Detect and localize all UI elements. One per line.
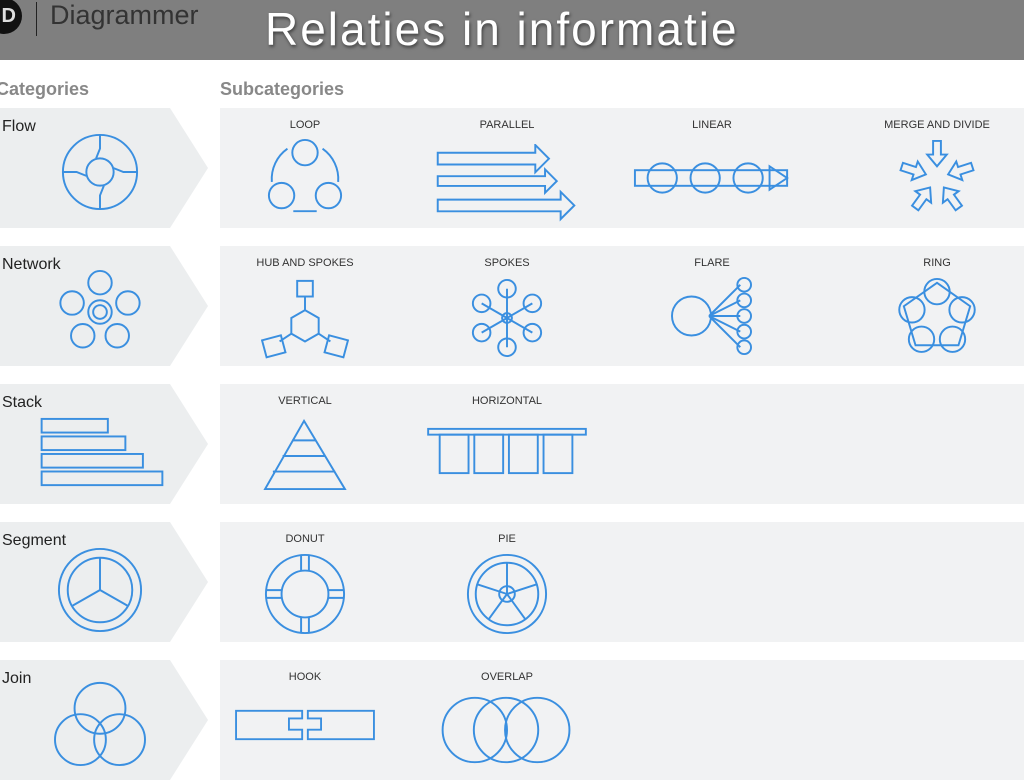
subcategory-panel [220, 246, 1024, 366]
subcategory-label: RING [923, 257, 951, 269]
subcategory-hook[interactable]: HOOK [205, 660, 405, 780]
subcategory-donut[interactable]: DONUT [205, 522, 405, 642]
logo-text: Diagrammer [50, 0, 199, 30]
subcategory-label: VERTICAL [278, 395, 332, 407]
subcategory-panel [220, 522, 1024, 642]
category-stack[interactable]: Stack [0, 384, 208, 504]
vertical-icon [263, 418, 347, 491]
diagrammer-logo-icon: D [0, 0, 22, 34]
subcategory-hub-and-spokes[interactable]: HUB AND SPOKES [205, 246, 405, 366]
subcategory-label: OVERLAP [481, 671, 533, 683]
subcategory-horizontal[interactable]: HORIZONTAL [407, 384, 607, 504]
category-label: Flow [2, 118, 36, 135]
subcategory-label: LOOP [289, 119, 321, 131]
linear-icon [633, 162, 789, 194]
category-label: Network [2, 256, 61, 273]
subcategory-label: HOOK [288, 671, 322, 683]
flare-icon [671, 276, 752, 356]
subcategory-label: LINEAR [692, 119, 732, 131]
subcategory-panel [220, 384, 1024, 504]
subcategory-panel [220, 660, 1024, 780]
hook-icon [235, 709, 375, 741]
subcategory-label: PARALLEL [479, 119, 535, 131]
subcategory-panel [220, 108, 1024, 228]
category-row-network: Network HUB AND SPOKES SPOKES FLARE RING [0, 246, 1024, 366]
header-bar: D Diagrammer Relaties in informatie [0, 0, 1024, 60]
loop-icon [267, 138, 343, 213]
subcategory-label: HUB AND SPOKES [256, 257, 354, 269]
network-icon [59, 269, 141, 349]
category-row-segment: Segment DONUT PIE [0, 522, 1024, 642]
ring-icon [898, 277, 976, 353]
subcategory-pie[interactable]: PIE [407, 522, 607, 642]
subcategory-loop[interactable]: LOOP [205, 108, 405, 228]
merge-divide-icon [899, 139, 975, 212]
pie-icon [466, 553, 548, 635]
subcategory-ring[interactable]: RING [837, 246, 1024, 366]
subcategory-label: DONUT [285, 533, 325, 545]
subcategory-label: PIE [498, 533, 516, 545]
logo-divider [36, 2, 37, 36]
subcategory-label: SPOKES [484, 257, 530, 269]
flow-icon [61, 133, 139, 211]
horizontal-icon [427, 427, 587, 475]
subcategory-vertical[interactable]: VERTICAL [205, 384, 405, 504]
category-row-stack: Stack VERTICAL HORIZONTAL [0, 384, 1024, 504]
category-row-flow: Flow LOOP PARALLEL LINEAR MERGE AND DIVIDE [0, 108, 1024, 228]
subcategory-flare[interactable]: FLARE [612, 246, 812, 366]
subcategory-linear[interactable]: LINEAR [612, 108, 812, 228]
subcategory-label: HORIZONTAL [471, 395, 543, 407]
slide-title: Relaties in informatie [265, 3, 739, 55]
subcategory-overlap[interactable]: OVERLAP [407, 660, 607, 780]
subcategory-label: FLARE [694, 257, 730, 269]
subcategories-heading: Subcategories [220, 79, 345, 99]
stack-icon [40, 417, 164, 487]
subcategory-label: MERGE AND DIVIDE [884, 119, 990, 131]
categories-heading: Categories [0, 79, 90, 99]
donut-icon [264, 553, 346, 635]
category-label: Stack [2, 394, 43, 411]
subcategory-parallel[interactable]: PARALLEL [407, 108, 607, 228]
subcategory-spokes[interactable]: SPOKES [407, 246, 607, 366]
category-label: Join [2, 670, 32, 687]
subcategory-merge-and-divide[interactable]: MERGE AND DIVIDE [837, 108, 1024, 228]
category-label: Segment [2, 532, 67, 549]
overlap-icon [441, 696, 571, 764]
hub-spokes-icon [261, 279, 349, 359]
segment-icon [57, 547, 143, 633]
join-icon [54, 681, 146, 767]
category-row-join: Join HOOK OVERLAP [0, 660, 1024, 780]
spokes-icon [471, 278, 543, 358]
parallel-icon [436, 144, 576, 222]
